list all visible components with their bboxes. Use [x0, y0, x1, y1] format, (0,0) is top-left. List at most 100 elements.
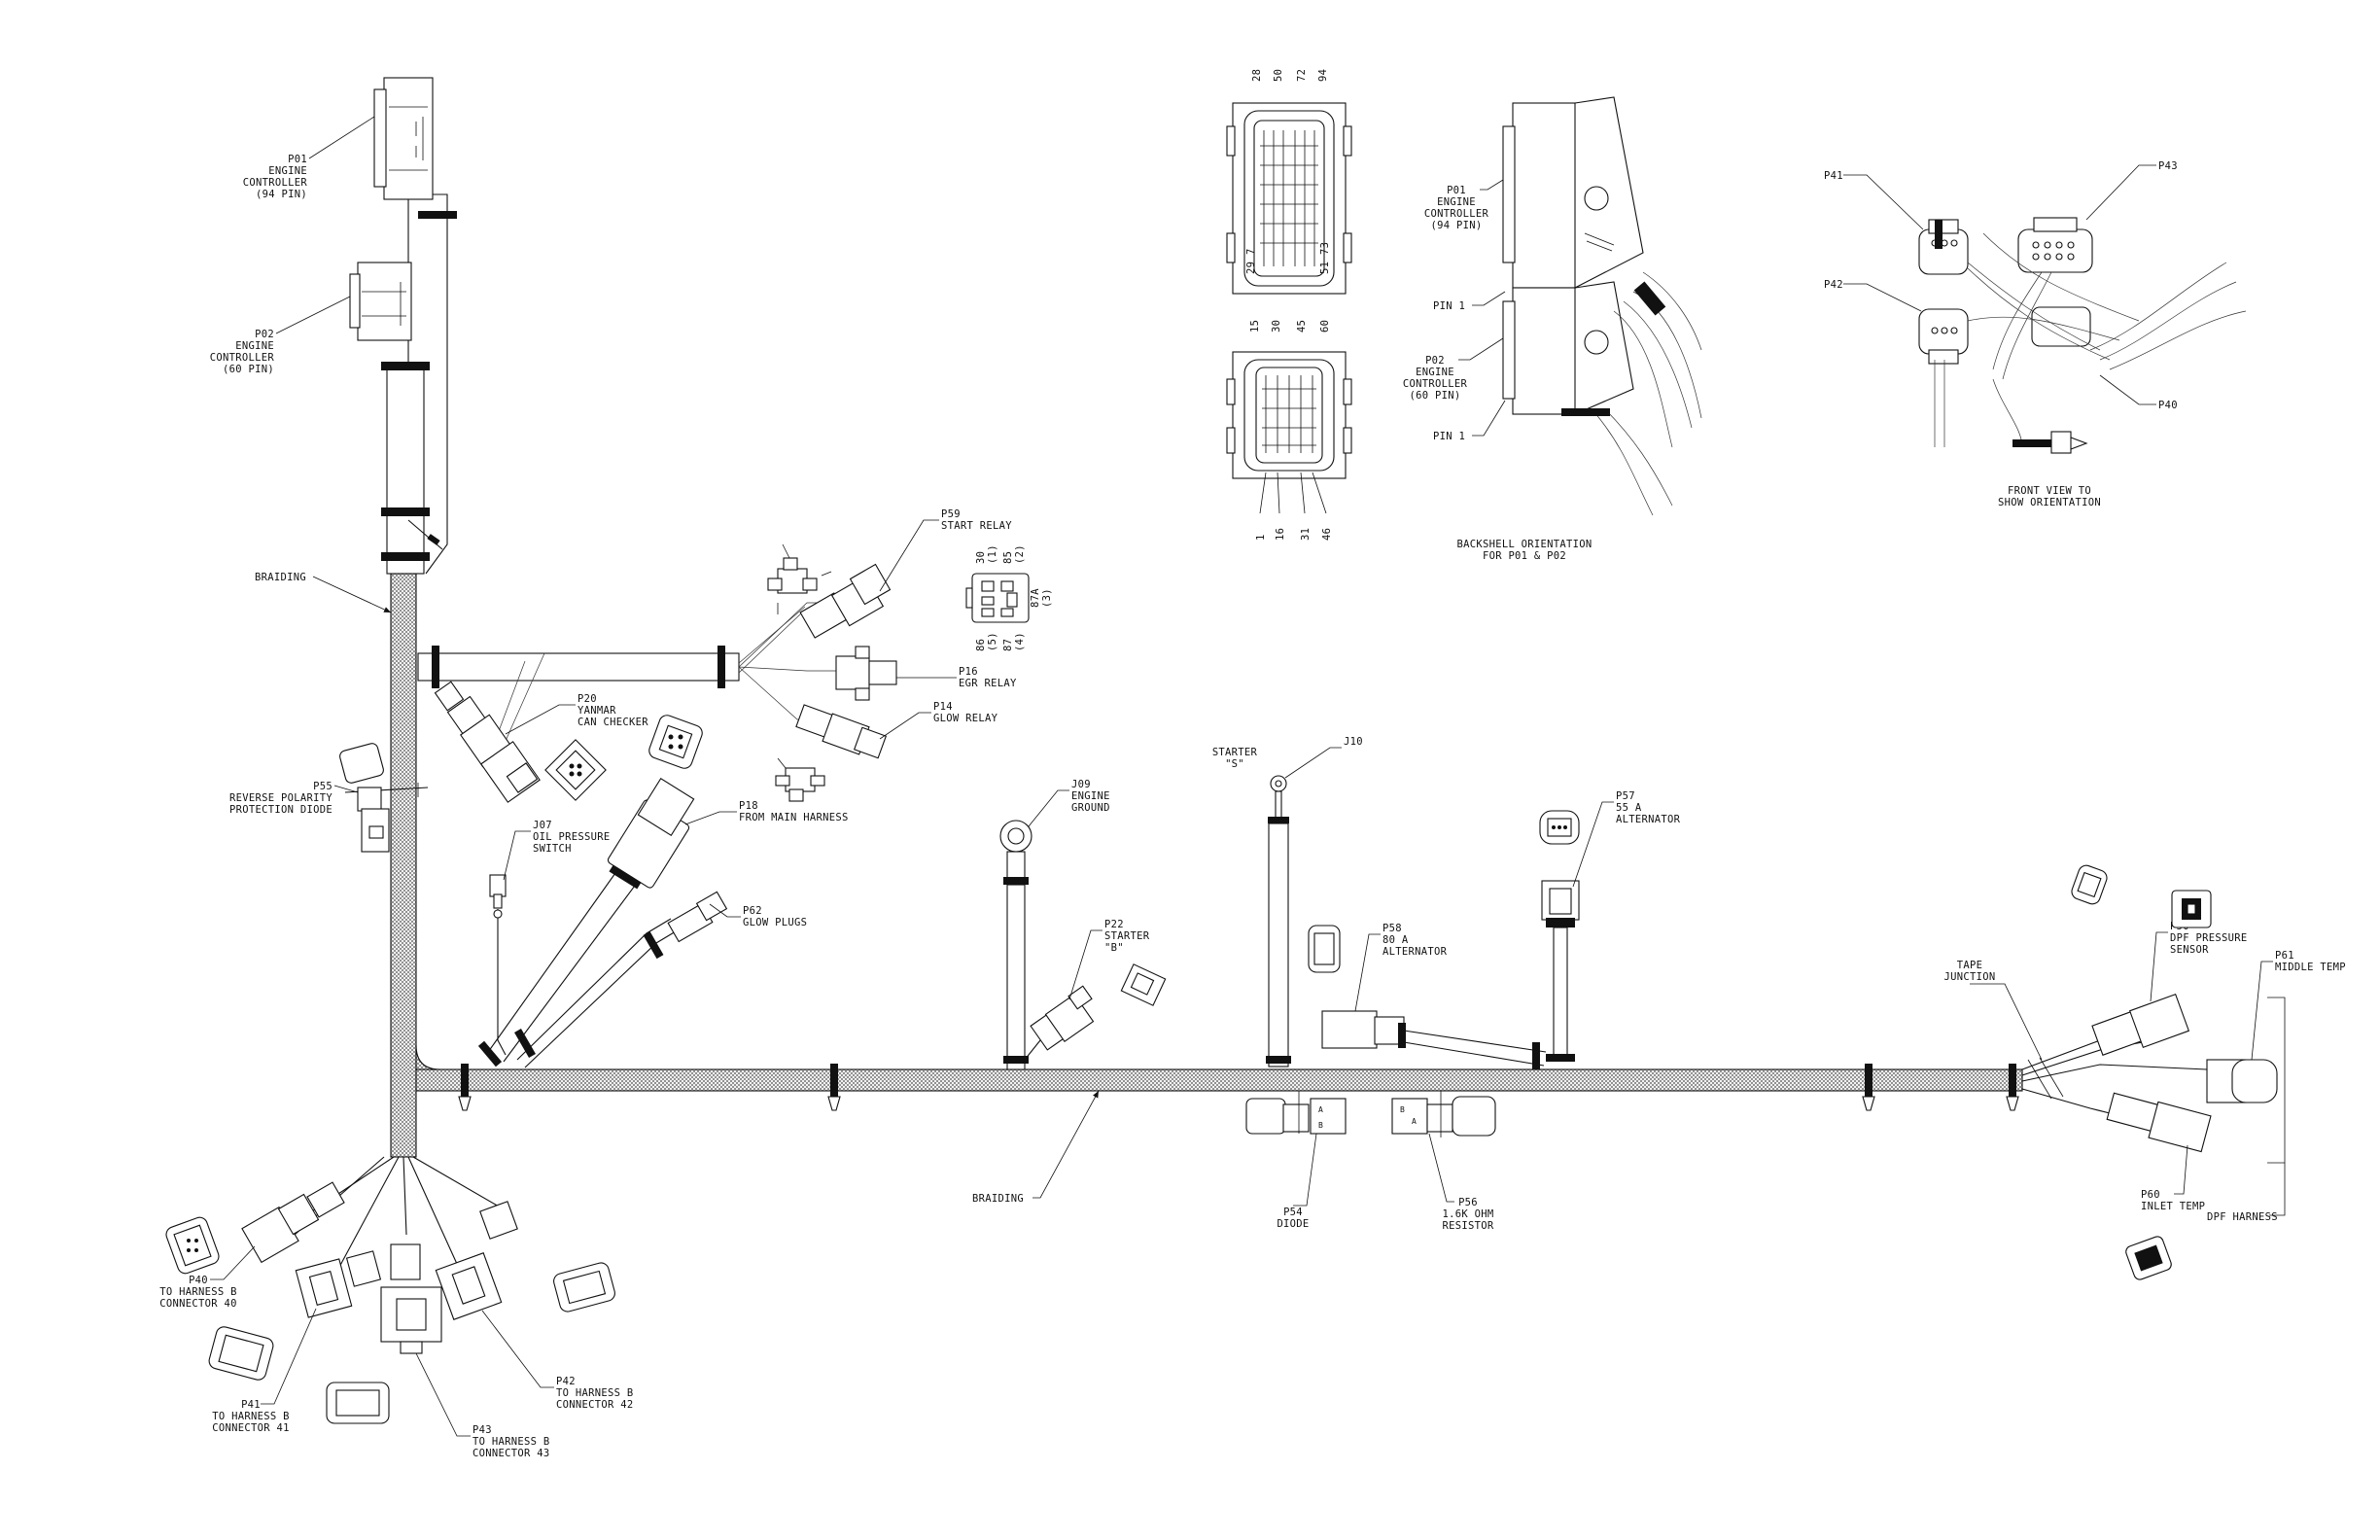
svg-text:SENSOR: SENSOR — [2170, 944, 2209, 956]
svg-text:TO HARNESS B: TO HARNESS B — [212, 1411, 289, 1422]
p01-label-4: (94 PIN) — [256, 189, 307, 200]
p20-label: P20 YANMAR CAN CHECKER — [505, 693, 648, 735]
p40-label: P40 TO HARNESS B CONNECTOR 40 — [159, 1245, 256, 1310]
p56-connector: B A — [1391, 1091, 1496, 1138]
svg-text:DPF HARNESS: DPF HARNESS — [2207, 1211, 2278, 1223]
svg-text:(94 PIN): (94 PIN) — [1431, 220, 1483, 231]
svg-text:START RELAY: START RELAY — [941, 520, 1012, 532]
braiding-v-label: BRAIDING — [255, 572, 392, 613]
p41-label: P41 TO HARNESS B CONNECTOR 41 — [212, 1308, 317, 1434]
p01-label: P01 ENGINE CONTROLLER (94 PIN) — [243, 116, 375, 200]
svg-text:P01: P01 — [1447, 185, 1466, 196]
svg-text:(5): (5) — [987, 632, 998, 651]
svg-text:7: 7 — [1245, 248, 1257, 255]
svg-text:P22: P22 — [1104, 919, 1124, 930]
svg-text:55 A: 55 A — [1616, 802, 1642, 814]
front-view-wires — [1934, 232, 2247, 448]
svg-text:RESISTOR: RESISTOR — [1443, 1220, 1494, 1232]
svg-text:29: 29 — [1245, 262, 1257, 274]
p57-label: P57 55 A ALTERNATOR — [1572, 790, 1681, 888]
p02-label-3: CONTROLLER — [210, 352, 275, 364]
svg-text:P18: P18 — [739, 800, 758, 812]
svg-text:B: B — [1400, 1105, 1405, 1114]
backshell-wires — [1593, 271, 1702, 516]
backshell-p01-label: P01 ENGINE CONTROLLER (94 PIN) — [1424, 179, 1504, 231]
svg-text:FRONT VIEW TO: FRONT VIEW TO — [2008, 485, 2091, 497]
svg-text:ENGINE: ENGINE — [1071, 790, 1110, 802]
p62-label: P62 GLOW PLUGS — [709, 903, 807, 928]
svg-text:CAN CHECKER: CAN CHECKER — [578, 717, 648, 728]
braiding-h-label: BRAIDING — [972, 1090, 1100, 1205]
p16-label: P16 EGR RELAY — [896, 666, 1017, 689]
p01-label-1: P01 — [288, 154, 307, 165]
svg-text:P20: P20 — [578, 693, 597, 705]
svg-text:(4): (4) — [1014, 632, 1026, 651]
p42-label: P42 TO HARNESS B CONNECTOR 42 — [481, 1310, 633, 1411]
j07-branch — [489, 874, 507, 1056]
svg-text:31: 31 — [1300, 528, 1312, 541]
svg-text:P42: P42 — [556, 1376, 576, 1387]
svg-text:ALTERNATOR: ALTERNATOR — [1382, 946, 1448, 958]
starter-s-label: STARTER "S" J10 — [1212, 736, 1363, 779]
ecu60-face-view: 15 30 45 60 1 16 31 46 — [1226, 320, 1352, 541]
j10-branch — [1266, 775, 1291, 1068]
svg-text:TO HARNESS B: TO HARNESS B — [159, 1286, 236, 1298]
svg-text:B: B — [1318, 1121, 1323, 1130]
svg-text:P16: P16 — [959, 666, 978, 678]
svg-text:P54: P54 — [1283, 1207, 1303, 1218]
svg-text:GLOW RELAY: GLOW RELAY — [933, 713, 998, 724]
svg-text:72: 72 — [1296, 69, 1308, 82]
svg-text:J10: J10 — [1344, 736, 1363, 748]
svg-text:P40: P40 — [189, 1275, 208, 1286]
svg-text:P42: P42 — [1824, 279, 1843, 291]
svg-text:P43: P43 — [2158, 160, 2178, 172]
backshell-orientation-view — [1502, 96, 1702, 516]
svg-text:EGR RELAY: EGR RELAY — [959, 678, 1017, 689]
tape-junction-label: TAPE JUNCTION — [1944, 960, 2043, 1061]
svg-text:DPF PRESSURE: DPF PRESSURE — [2170, 932, 2247, 944]
p59-connector — [799, 563, 892, 639]
p02-label: P02 ENGINE CONTROLLER (60 PIN) — [210, 296, 351, 375]
backshell-p02-label: P02 ENGINE CONTROLLER (60 PIN) — [1403, 337, 1504, 402]
svg-text:FROM MAIN HARNESS: FROM MAIN HARNESS — [739, 812, 849, 823]
svg-text:P59: P59 — [941, 508, 961, 520]
svg-text:ENGINE: ENGINE — [1416, 367, 1454, 378]
trunk-clips — [458, 1064, 2019, 1111]
p02-connector — [349, 262, 412, 341]
svg-text:60: 60 — [1319, 320, 1331, 332]
svg-text:94: 94 — [1317, 69, 1329, 82]
p14-detail-icon — [775, 757, 825, 802]
bottom-breakout-detail-icons — [165, 1216, 615, 1424]
svg-text:FOR P01 & P02: FOR P01 & P02 — [1483, 550, 1566, 562]
svg-text:(2): (2) — [1014, 544, 1026, 564]
upper-harness-section — [381, 193, 457, 575]
svg-text:STARTER: STARTER — [1212, 747, 1258, 758]
svg-text:ENGINE: ENGINE — [1437, 196, 1476, 208]
svg-text:"S": "S" — [1225, 758, 1244, 770]
svg-text:GROUND: GROUND — [1071, 802, 1110, 814]
p02-label-2: ENGINE — [235, 340, 274, 352]
p02-label-1: P02 — [255, 329, 274, 340]
p01-label-2: ENGINE — [268, 165, 307, 177]
svg-text:CONNECTOR 43: CONNECTOR 43 — [472, 1448, 549, 1459]
p56-label: P56 1.6K OHM RESISTOR — [1428, 1133, 1494, 1232]
p59-label: P59 START RELAY — [879, 508, 1012, 592]
relay-pinout-diagram: 30 (1) 85 (2) 87A (3) 86 (5) 87 (4) — [965, 544, 1053, 651]
svg-text:PIN 1: PIN 1 — [1433, 300, 1465, 312]
p43-label: P43 TO HARNESS B CONNECTOR 43 — [415, 1352, 549, 1459]
svg-text:ALTERNATOR: ALTERNATOR — [1616, 814, 1681, 825]
p60-label: P60 INLET TEMP — [2141, 1144, 2205, 1212]
svg-text:CONNECTOR 42: CONNECTOR 42 — [556, 1399, 633, 1411]
svg-text:CONTROLLER: CONTROLLER — [1424, 208, 1489, 220]
dpf-detail-icons — [2071, 864, 2212, 1280]
j09-label: J09 ENGINE GROUND — [1028, 779, 1110, 827]
p18-label: P18 FROM MAIN HARNESS — [684, 800, 849, 825]
svg-text:73: 73 — [1319, 242, 1331, 255]
svg-text:1: 1 — [1255, 534, 1267, 541]
svg-text:1.6K OHM: 1.6K OHM — [1443, 1208, 1494, 1220]
ecu60-pins — [1262, 375, 1316, 453]
svg-text:P40: P40 — [2158, 400, 2178, 411]
svg-text:(1): (1) — [987, 544, 998, 564]
p50-label: P50 DPF PRESSURE SENSOR — [2150, 921, 2247, 1002]
p54-connector: A B — [1245, 1091, 1347, 1135]
